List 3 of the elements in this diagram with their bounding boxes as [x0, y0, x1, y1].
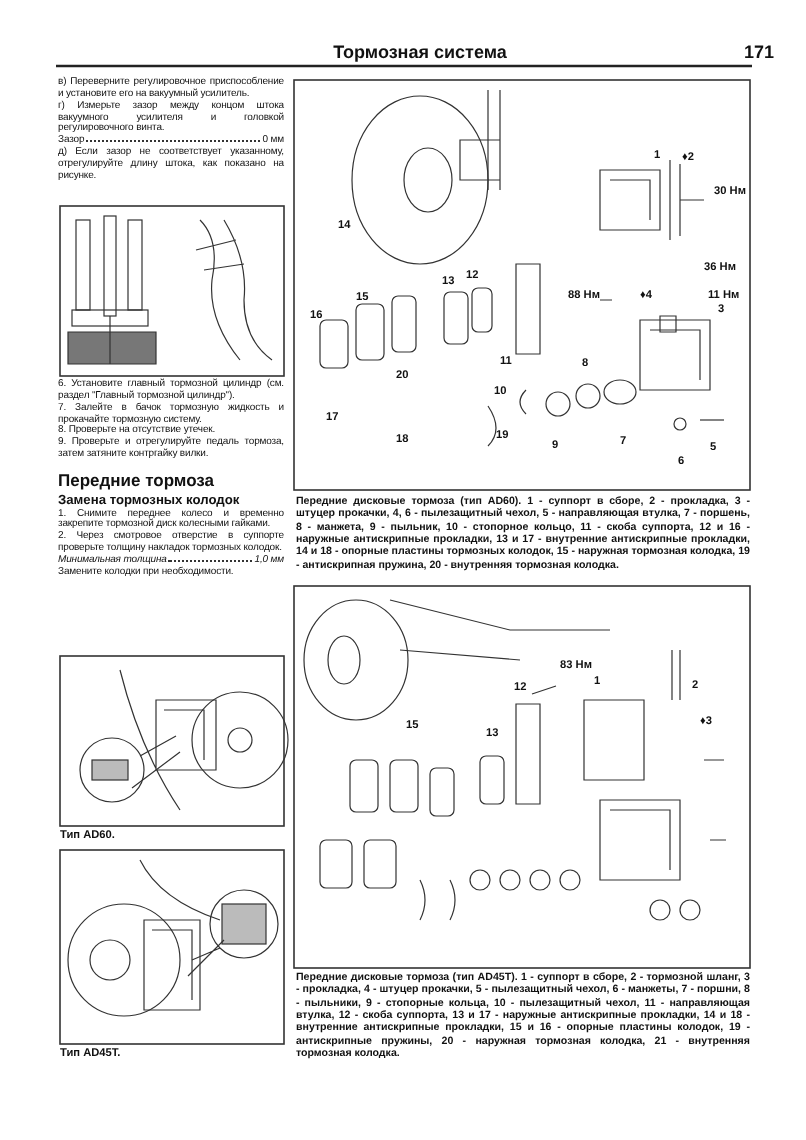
page-number: 171	[744, 44, 775, 62]
section-heading: Передние тормоза	[58, 471, 217, 492]
page-heading: Тормозная система	[331, 42, 509, 64]
